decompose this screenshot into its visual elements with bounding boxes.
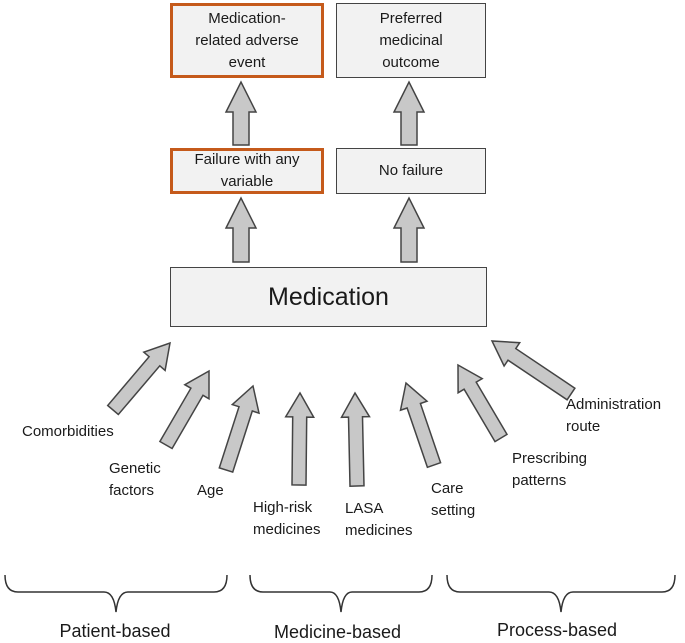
factor-high-risk-medicines: High-risk medicines (253, 499, 321, 538)
failure-box: Failure with any variable (170, 148, 324, 194)
factor-age: Age (197, 482, 224, 499)
group-medicine-based: Medicine-based (273, 622, 402, 642)
factor-care-setting: Care setting (431, 480, 476, 519)
group-patient-based: Patient-based (59, 621, 171, 641)
brace-medicine-based (249, 574, 433, 613)
factor-lasa-medicines: LASA medicines (345, 500, 413, 539)
arrow-administration-route (490, 340, 576, 401)
arrow-prescribing-patterns (457, 363, 509, 443)
group-process-based: Process-based (496, 620, 618, 640)
arrow-care-setting (399, 381, 442, 469)
brace-process-based (446, 574, 676, 613)
arrow-to-adverse-event (224, 80, 258, 146)
preferred-outcome-box: Preferred medicinal outcome (336, 3, 486, 78)
arrow-to-failure (224, 196, 258, 263)
arrow-to-preferred-outcome (392, 80, 426, 146)
medication-box: Medication (170, 267, 487, 327)
arrow-age (218, 384, 261, 474)
factor-genetic-factors: Genetic factors (109, 460, 161, 499)
adverse-event-box: Medication- related adverse event (170, 3, 324, 78)
factor-comorbidities: Comorbidities (22, 423, 114, 440)
arrow-comorbidities (106, 341, 171, 416)
factor-administration-route: Administration route (566, 396, 662, 435)
arrow-lasa-medicines (340, 391, 371, 487)
arrow-genetic-factors (158, 369, 210, 450)
factor-prescribing-patterns: Prescribing patterns (512, 450, 588, 489)
brace-patient-based (4, 574, 228, 613)
no-failure-box: No failure (336, 148, 486, 194)
arrow-high-risk-medicines (284, 391, 315, 486)
arrow-to-no-failure (392, 196, 426, 263)
